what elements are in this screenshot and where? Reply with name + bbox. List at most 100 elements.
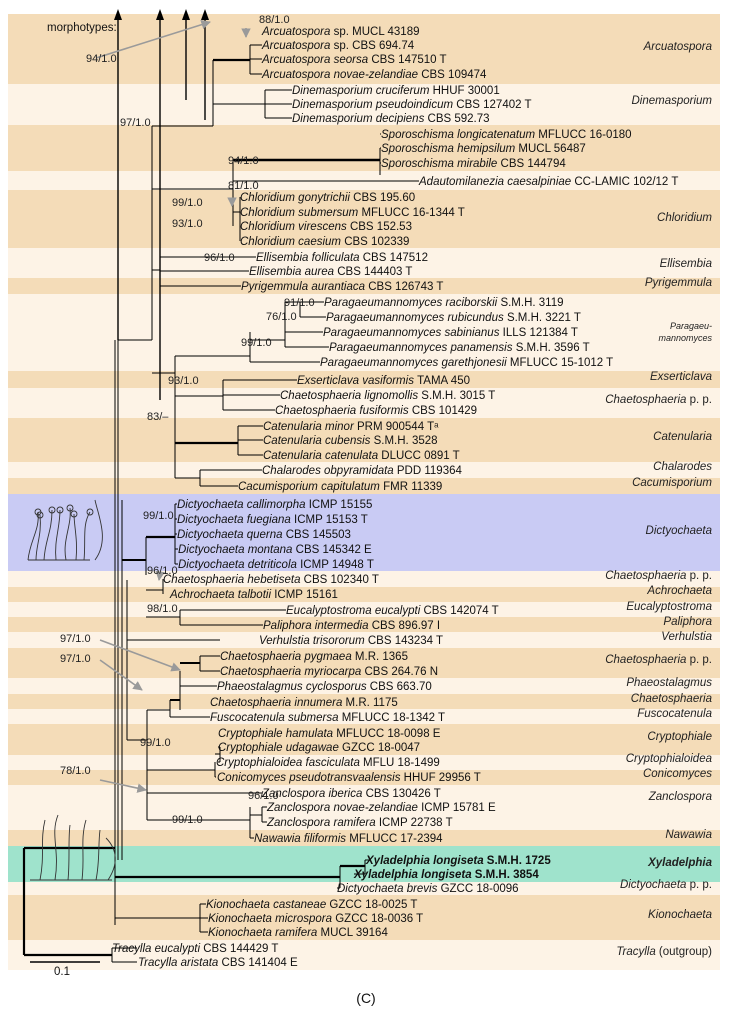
taxon-label: Chloridium caesium CBS 102339	[240, 236, 409, 248]
taxon-label: Dictyochaeta callimorpha ICMP 15155	[177, 499, 372, 511]
taxon-epithet: hamulata	[286, 728, 337, 740]
support-value: 91/1.0	[284, 297, 315, 309]
taxon-genus: Cryptophialoidea	[216, 757, 306, 769]
taxon-genus: Kionochaeta	[208, 927, 275, 939]
taxon-voucher: S.M.H. 3119	[500, 297, 563, 309]
clade-label: Dictyochaeta p. p.	[620, 879, 712, 891]
clade-band	[8, 388, 720, 418]
support-value: 97/1.0	[120, 117, 151, 129]
taxon-label: Dictyochaeta detriticola ICMP 14948 T	[178, 559, 374, 571]
taxon-epithet: cubensis	[325, 435, 374, 447]
taxon-label: Paragaeumannomyces rubicundus S.M.H. 322…	[326, 312, 581, 324]
dictyochaeta-seta-drawing	[43, 509, 53, 561]
support-value: 99/1.0	[172, 814, 203, 826]
clade-band	[8, 694, 720, 709]
taxon-genus: Dictyochaeta	[337, 883, 407, 895]
xyladelphia-seta-drawing	[95, 829, 101, 881]
taxon-genus: Exserticlava	[297, 375, 362, 387]
xyladelphia-seta-drawing	[81, 819, 87, 881]
clade-label: Cryptophialoidea	[626, 753, 712, 765]
taxon-epithet: iberica	[328, 788, 365, 800]
taxon-epithet: cyclosporus	[306, 681, 370, 693]
taxon-label: Sporoschisma longicatenatum MFLUCC 16-01…	[381, 129, 632, 141]
taxon-label: Conicomyces pseudotransvaalensis HHUF 29…	[217, 772, 481, 784]
taxon-genus: Dictyochaeta	[177, 499, 247, 511]
taxon-voucher: HHUF 30001	[433, 85, 500, 97]
taxon-genus: Sporoschisma	[381, 129, 457, 141]
taxon-label: Chaetosphaeria innumera M.R. 1175	[210, 697, 398, 709]
conidiophore-head-drawing	[70, 510, 78, 518]
taxon-genus: Paragaeumannomyces	[320, 357, 441, 369]
support-value: 88/1.0	[259, 14, 290, 26]
support-value: 96/1.0	[248, 790, 279, 802]
taxon-epithet: fusiformis	[359, 405, 411, 417]
clade-name: Achrochaeta	[646, 585, 712, 597]
taxon-voucher: CBS 127402 T	[456, 99, 531, 111]
taxon-label: Adautomilanezia caesalpiniae CC-LAMIC 10…	[418, 176, 678, 188]
clade-band	[8, 882, 720, 895]
taxon-epithet: longicatenatum	[457, 129, 538, 141]
clade-name: Fuscocatenula	[637, 708, 712, 720]
taxon-voucher: CBS 663.70	[370, 681, 432, 693]
taxon-label: Chloridium virescens CBS 152.53	[240, 221, 412, 233]
taxon-genus: Chloridium	[240, 192, 298, 204]
taxon-voucher: CBS 102339	[344, 236, 409, 248]
taxon-genus: Cacumisporium	[238, 481, 321, 493]
taxon-genus: Catenularia	[263, 435, 325, 447]
support-value: 78/1.0	[60, 765, 91, 777]
taxon-epithet: brevis	[407, 883, 441, 895]
taxon-genus: Arcuatospora	[261, 40, 334, 52]
conidiophore-head-drawing	[48, 506, 56, 514]
taxon-label: Xyladelphia longiseta S.M.H. 1725	[365, 855, 551, 867]
taxon-genus: Cryptophiale	[218, 728, 286, 740]
taxon-genus: Chaetosphaeria	[163, 574, 247, 586]
taxon-epithet: sp.	[334, 40, 353, 52]
support-value: 99/1.0	[241, 337, 272, 349]
taxon-genus: Sporoschisma	[381, 158, 457, 170]
taxon-label: Verhulstia trisororum CBS 143234 T	[259, 635, 443, 647]
taxon-voucher: CBS 143234 T	[368, 635, 443, 647]
clade-label: mannomyces	[658, 333, 712, 343]
taxon-genus: Fuscocatenula	[210, 712, 288, 724]
morphotype-arrows	[114, 9, 209, 400]
taxon-epithet: seorsa	[334, 54, 372, 66]
clade-name: mannomyces	[658, 333, 712, 343]
conidiophore-head-drawing	[36, 511, 44, 519]
taxon-voucher: GZCC 18-0096	[441, 883, 519, 895]
taxon-genus: Chloridium	[240, 207, 298, 219]
dictyochaeta-seta-drawing	[64, 507, 71, 561]
taxon-voucher: CBS 109474	[421, 69, 487, 81]
taxon-genus: Dictyochaeta	[177, 529, 247, 541]
clade-label: Chaetosphaeria	[631, 693, 712, 705]
taxon-genus: Adautomilanezia	[418, 176, 507, 188]
xyladelphia-seta-drawing	[67, 824, 71, 881]
taxon-voucher: CBS 264.76 N	[364, 666, 438, 678]
clade-label: Cacumisporium	[632, 477, 712, 489]
taxon-voucher: ICMP 15781 E	[421, 802, 496, 814]
clade-band	[8, 248, 720, 278]
taxon-label: Arcuatospora seorsa CBS 147510 T	[261, 54, 447, 66]
taxon-label: Catenularia cubensis S.M.H. 3528	[263, 435, 438, 447]
clade-label: Catenularia	[653, 431, 712, 443]
taxon-epithet: cruciferum	[376, 85, 433, 97]
clade-name: Verhulstia	[661, 631, 712, 643]
support-value: 83/–	[147, 411, 169, 423]
taxon-label: Chaetosphaeria fusiformis CBS 101429	[275, 405, 477, 417]
taxon-label: Cryptophiale udagawae GZCC 18-0047	[218, 742, 420, 754]
taxon-voucher: ICMP 15155	[309, 499, 373, 511]
clade-label: Conicomyces	[643, 768, 712, 780]
taxon-voucher: CBS 145342 E	[296, 544, 372, 556]
support-value: 98/1.0	[147, 603, 178, 615]
clade-band	[8, 371, 720, 388]
clade-band	[8, 830, 720, 846]
clade-name: Paliphora	[663, 616, 712, 628]
morphotype-drawings	[27, 499, 116, 881]
clade-label: Fuscocatenula	[637, 708, 712, 720]
clade-name: Chaetosphaeria	[631, 693, 712, 705]
taxon-voucher: M.R. 1365	[355, 651, 408, 663]
taxon-genus: Dictyochaeta	[177, 514, 247, 526]
taxon-voucher: CBS 195.60	[353, 192, 415, 204]
taxon-genus: Catenularia	[263, 421, 325, 433]
clade-label: Zanclospora	[648, 791, 712, 803]
taxon-epithet: raciborskii	[445, 297, 500, 309]
